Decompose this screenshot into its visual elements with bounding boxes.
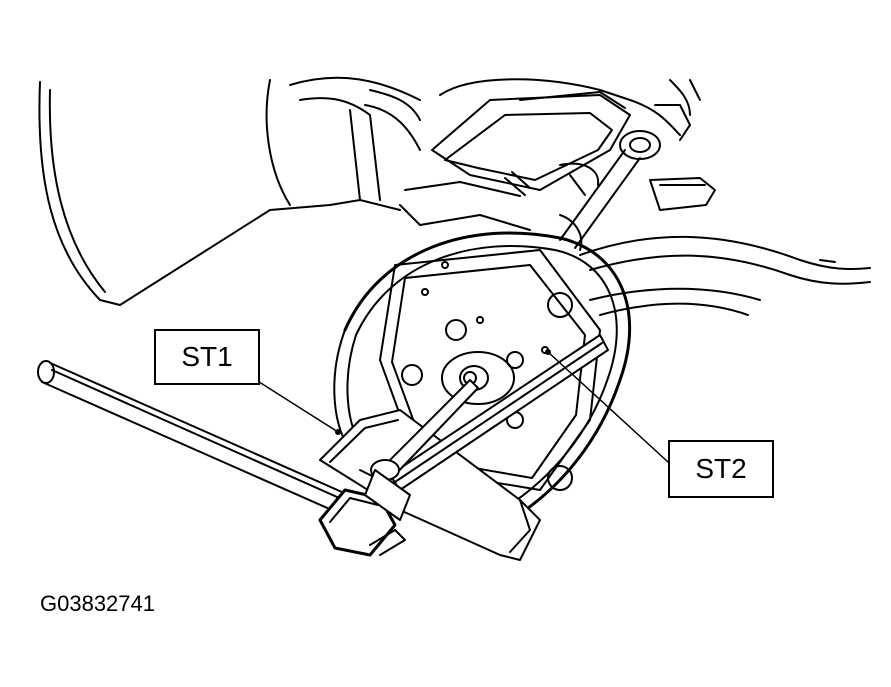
st2-leader-dot bbox=[545, 349, 551, 355]
hex-nut bbox=[318, 469, 411, 557]
slide-hammer-handle bbox=[37, 360, 361, 519]
st1-tool-arm bbox=[319, 409, 541, 561]
st2-leader-line bbox=[547, 351, 669, 463]
st1-callout: ST1 bbox=[154, 329, 260, 385]
st1-leader-line bbox=[255, 379, 339, 433]
forcing-screw bbox=[370, 379, 479, 481]
figure-id: G03832741 bbox=[40, 591, 155, 616]
suspension-background bbox=[38, 76, 871, 316]
leader-lines bbox=[255, 351, 669, 463]
st2-label: ST2 bbox=[695, 453, 747, 484]
st1-leader-dot bbox=[335, 429, 341, 435]
hub-center bbox=[441, 351, 515, 405]
st2-callout: ST2 bbox=[668, 440, 774, 498]
st1-label: ST1 bbox=[181, 341, 233, 372]
tie-rod bbox=[559, 130, 661, 249]
